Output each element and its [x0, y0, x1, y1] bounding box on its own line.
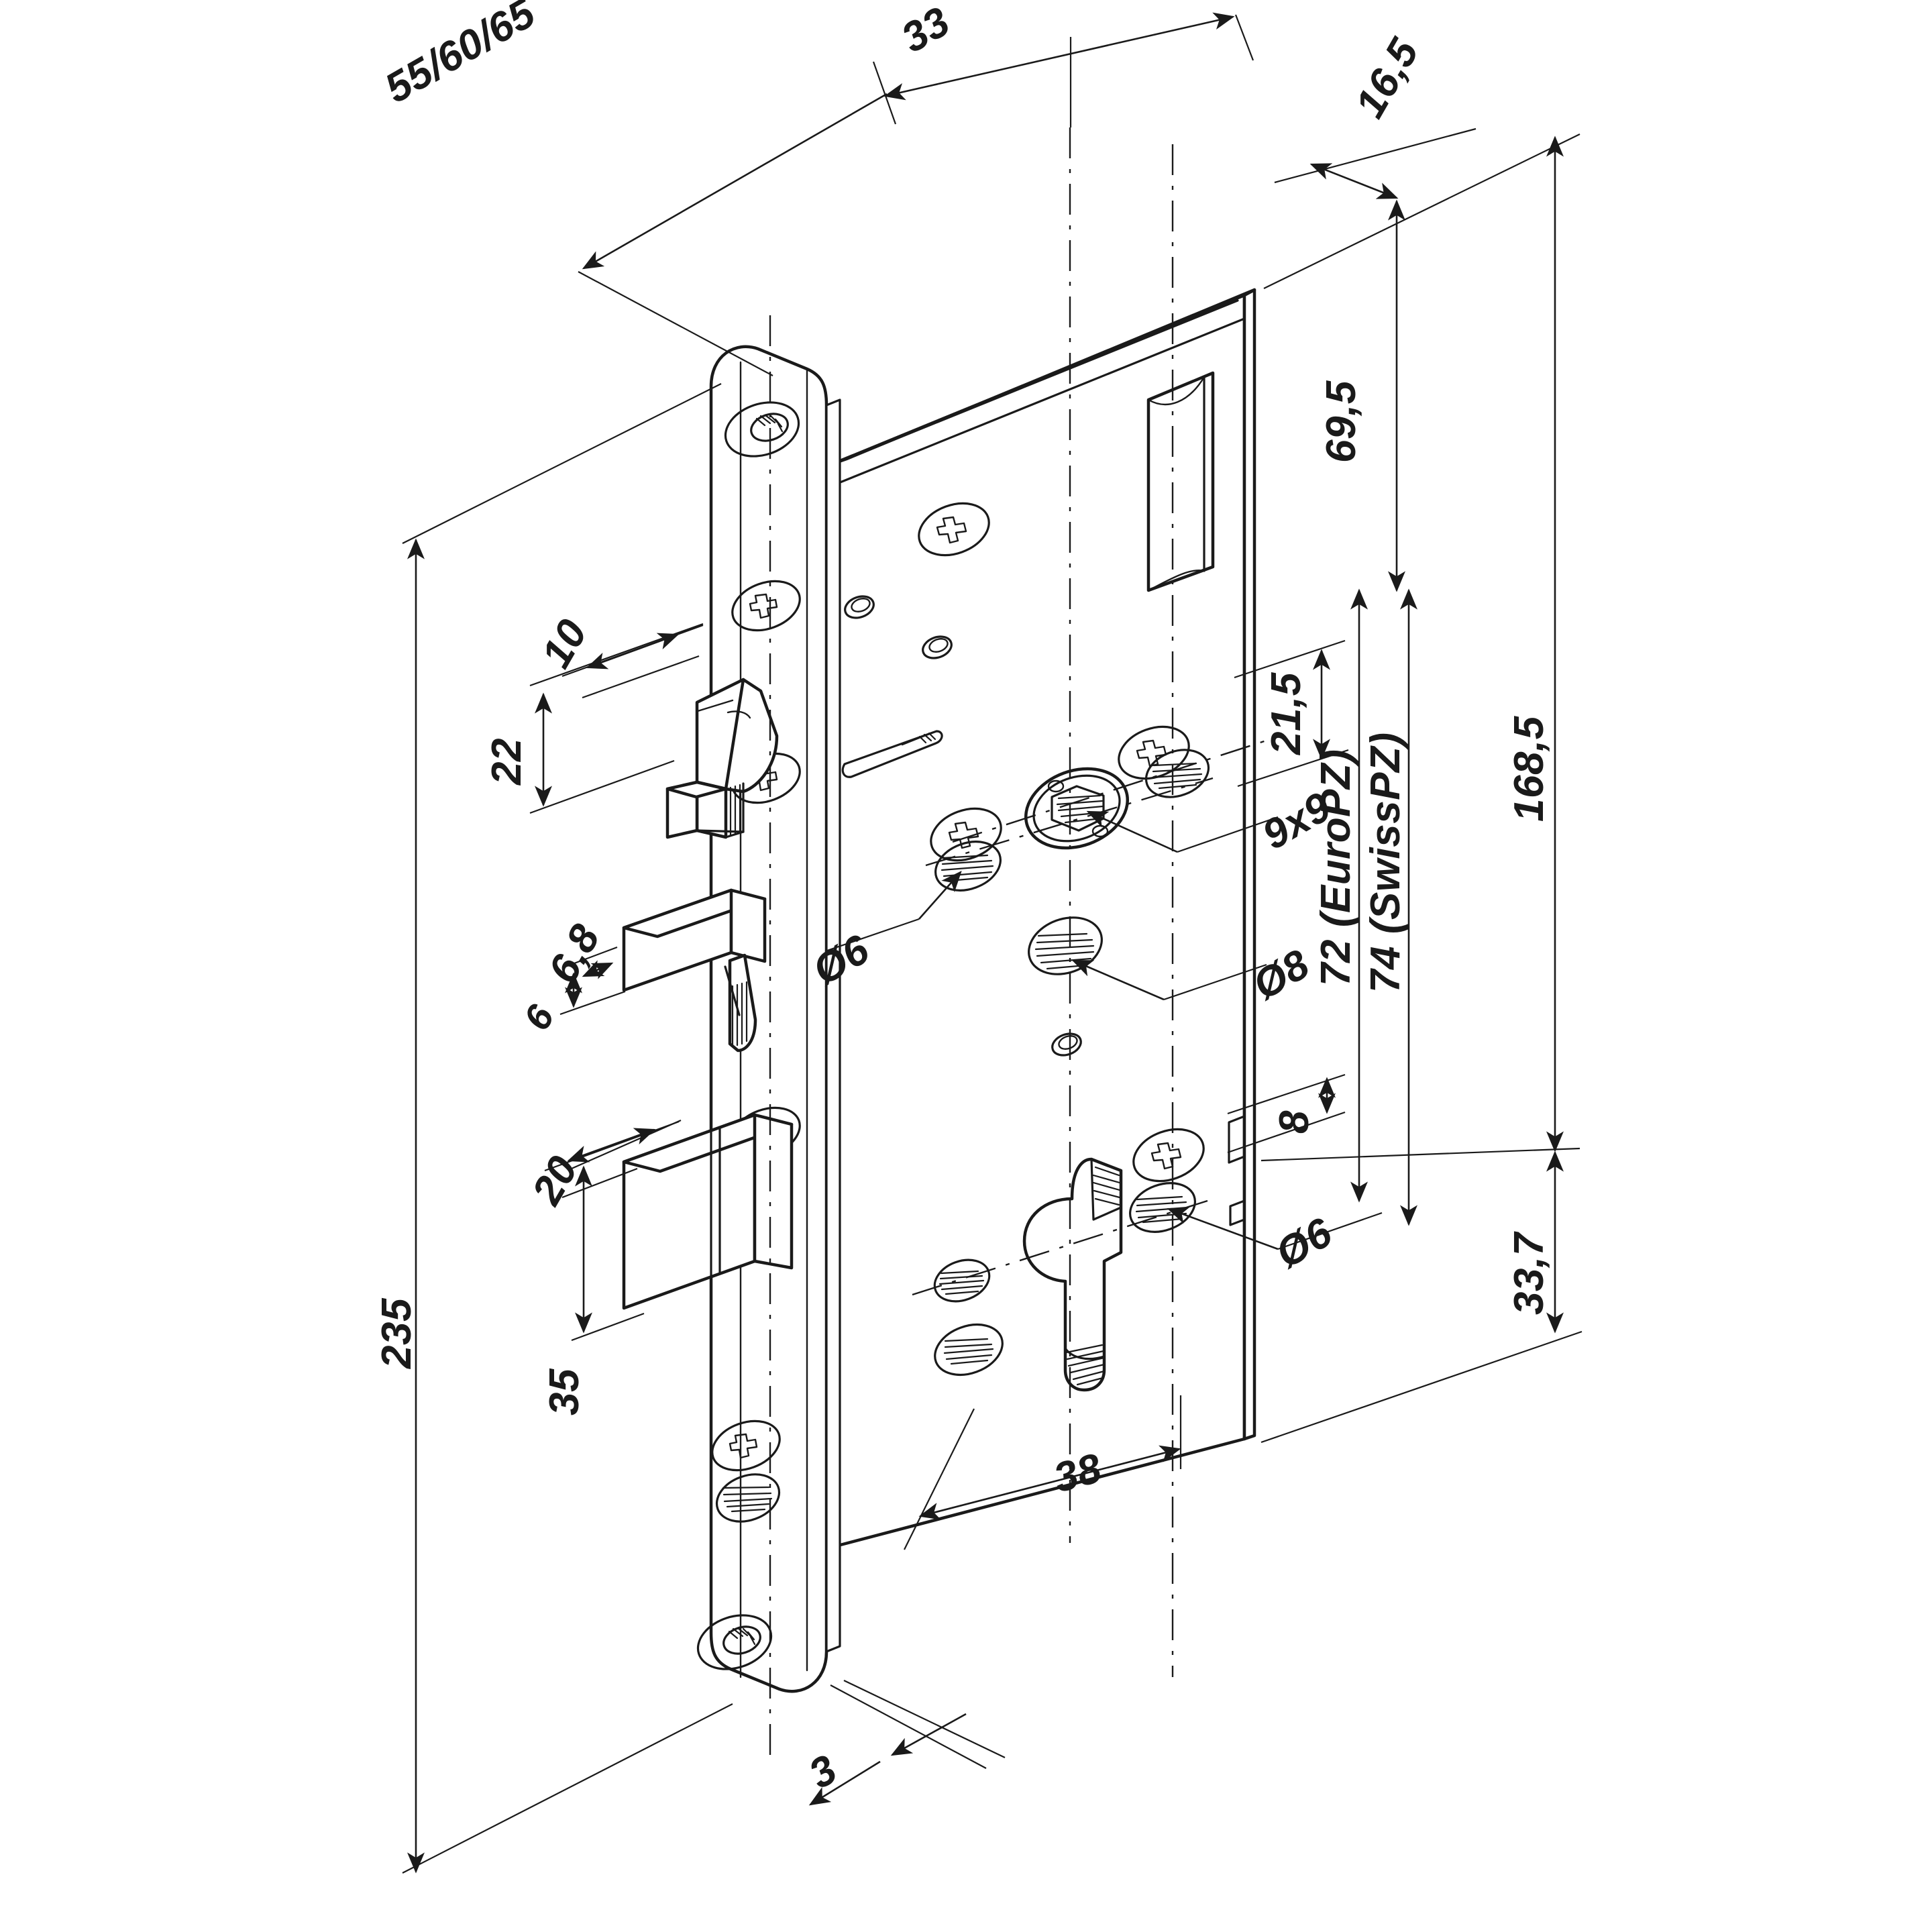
faceplate	[696, 345, 841, 1693]
ext-235-a	[402, 383, 722, 544]
leader-dia6-lower	[1167, 1207, 1279, 1250]
ext-215-b	[1237, 749, 1349, 788]
dim-38-line	[918, 1445, 1181, 1520]
ext-33-a	[872, 61, 897, 125]
label-1685: 168,5	[1506, 715, 1552, 822]
label-165: 16,5	[1346, 30, 1428, 125]
faceplate-screw-4	[711, 1419, 781, 1472]
label-swisspz: 74 (SwissPZ)	[1362, 733, 1409, 993]
leader-dia6-upper-tail	[824, 918, 920, 953]
centre-line-bolt-row	[925, 777, 1214, 867]
ext-8-a	[1227, 1073, 1346, 1115]
ext-20-a	[544, 1120, 680, 1172]
dim-68-line	[582, 960, 614, 979]
ext-8-b	[1227, 1111, 1346, 1154]
ext-38-a	[904, 1408, 975, 1550]
ext-3-b	[843, 1680, 1006, 1758]
faceplate-screw-1	[731, 580, 801, 632]
ext-68-a	[563, 946, 618, 969]
case-tab-upper	[1228, 1115, 1246, 1164]
ext-22-b	[529, 759, 675, 814]
ext-215-a	[1234, 639, 1346, 679]
ext-337-a	[1260, 1330, 1582, 1444]
centre-line-cyl-row	[912, 1199, 1208, 1296]
label-8: 8	[1271, 1110, 1318, 1134]
ext-10-a	[561, 624, 704, 678]
ext-235-b	[402, 1703, 733, 1874]
dim-3-line-b	[890, 1713, 967, 1756]
label-33: 33	[894, 0, 958, 62]
hole-dia6-lower	[1128, 1182, 1197, 1233]
dimension-lines	[402, 12, 1582, 1874]
leader-dia8	[1071, 959, 1165, 1001]
ext-10-b	[582, 655, 700, 699]
label-europz: 72 (EuroPZ)	[1313, 749, 1359, 986]
leader-9x9-tail	[1177, 816, 1279, 853]
label-337: 33,7	[1506, 1231, 1552, 1315]
label-dia6-lower: Ø6	[1269, 1210, 1340, 1278]
case-screw-bottom-left	[934, 1324, 1004, 1376]
label-235: 235	[374, 1297, 420, 1369]
label-6: 6	[515, 998, 563, 1037]
ext-165-a	[1274, 127, 1477, 184]
auxiliary-bolt	[622, 888, 767, 1053]
ext-68-b	[559, 990, 626, 1016]
case-slotted-hole	[841, 730, 943, 778]
ext-22-a	[529, 623, 704, 687]
case-tab-lower	[1229, 1199, 1246, 1226]
ext-backset-a	[578, 271, 773, 376]
dim-20-line	[567, 1128, 656, 1163]
label-215: 21,5	[1263, 672, 1309, 755]
case-screw-right-upper	[1118, 725, 1190, 780]
leader-dia6-upper	[918, 871, 962, 920]
strike-window	[1146, 371, 1215, 592]
centre-lines	[769, 127, 1275, 1758]
ext-1685-a	[1263, 133, 1580, 289]
leader-dia6-lower-tail	[1277, 1212, 1383, 1250]
dim-3-line	[808, 1760, 881, 1806]
dim-backset-line	[582, 93, 888, 270]
label-backset: 55/60/65	[378, 0, 544, 112]
leader-dia8-tail	[1163, 963, 1267, 1001]
hole-dia6-upper	[934, 841, 1002, 892]
lock-case-top-face	[833, 288, 1256, 465]
dim-165-line	[1309, 163, 1399, 199]
leader-9x9	[1086, 810, 1178, 853]
case-screw-left-mid	[930, 807, 1002, 862]
case-pin-hole-1	[844, 595, 875, 619]
dim-33-line	[883, 12, 1235, 101]
dead-bolt	[622, 1113, 794, 1310]
ext-20-b	[561, 1167, 638, 1199]
label-68: 6,8	[539, 917, 609, 991]
case-top-inner-edge	[834, 317, 1246, 486]
ext-35-b	[571, 1312, 645, 1342]
label-35: 35	[541, 1368, 588, 1415]
cylinder-keyhole	[1022, 1157, 1123, 1392]
centre-line-follower-row	[952, 737, 1275, 843]
label-dia8: Ø8	[1246, 941, 1318, 1010]
latch-bolt	[665, 678, 779, 839]
ext-35-a	[571, 1119, 682, 1170]
label-22: 22	[484, 738, 530, 786]
faceplate-hatched-hole	[715, 1473, 781, 1523]
case-pin-hole-2	[922, 635, 953, 659]
label-3: 3	[802, 1746, 845, 1798]
ext-33-c	[1234, 14, 1254, 61]
ext-3-a	[830, 1684, 987, 1769]
follower-9x9	[1024, 767, 1130, 850]
label-695: 69,5	[1318, 380, 1364, 463]
ext-1685-b	[1260, 1147, 1580, 1162]
lock-case-side-face	[1242, 288, 1256, 1441]
case-screw-top	[918, 502, 990, 557]
lock-assembly	[622, 288, 1256, 1693]
